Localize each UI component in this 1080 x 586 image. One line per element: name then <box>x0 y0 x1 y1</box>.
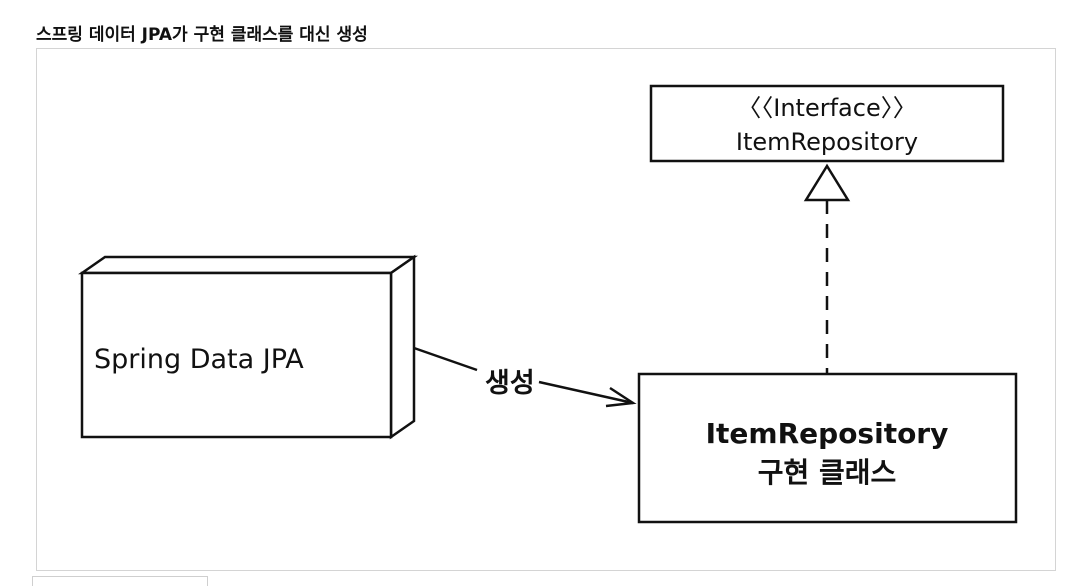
create-arrow: 생성 <box>413 346 637 408</box>
open-arrowhead <box>605 386 637 408</box>
realization-arrow <box>803 163 851 374</box>
node-label: Spring Data JPA <box>94 344 304 375</box>
caption-box-edge <box>32 576 208 586</box>
interface-name: ItemRepository <box>736 128 918 156</box>
interface-box: 〈〈Interface〉〉 ItemRepository <box>649 84 1005 163</box>
impl-class-box: ItemRepository 구현 클래스 <box>637 372 1018 524</box>
impl-class-desc: 구현 클래스 <box>758 456 897 489</box>
impl-class-name: ItemRepository <box>706 417 949 450</box>
arrow-label: 생성 <box>485 368 535 399</box>
figure-heading: 스프링 데이터 JPA가 구현 클래스를 대신 생성 <box>36 25 368 45</box>
interface-stereotype: 〈〈Interface〉〉 <box>737 94 916 122</box>
hollow-triangle-arrowhead <box>803 163 851 202</box>
spring-data-jpa-node: Spring Data JPA <box>78 254 418 440</box>
